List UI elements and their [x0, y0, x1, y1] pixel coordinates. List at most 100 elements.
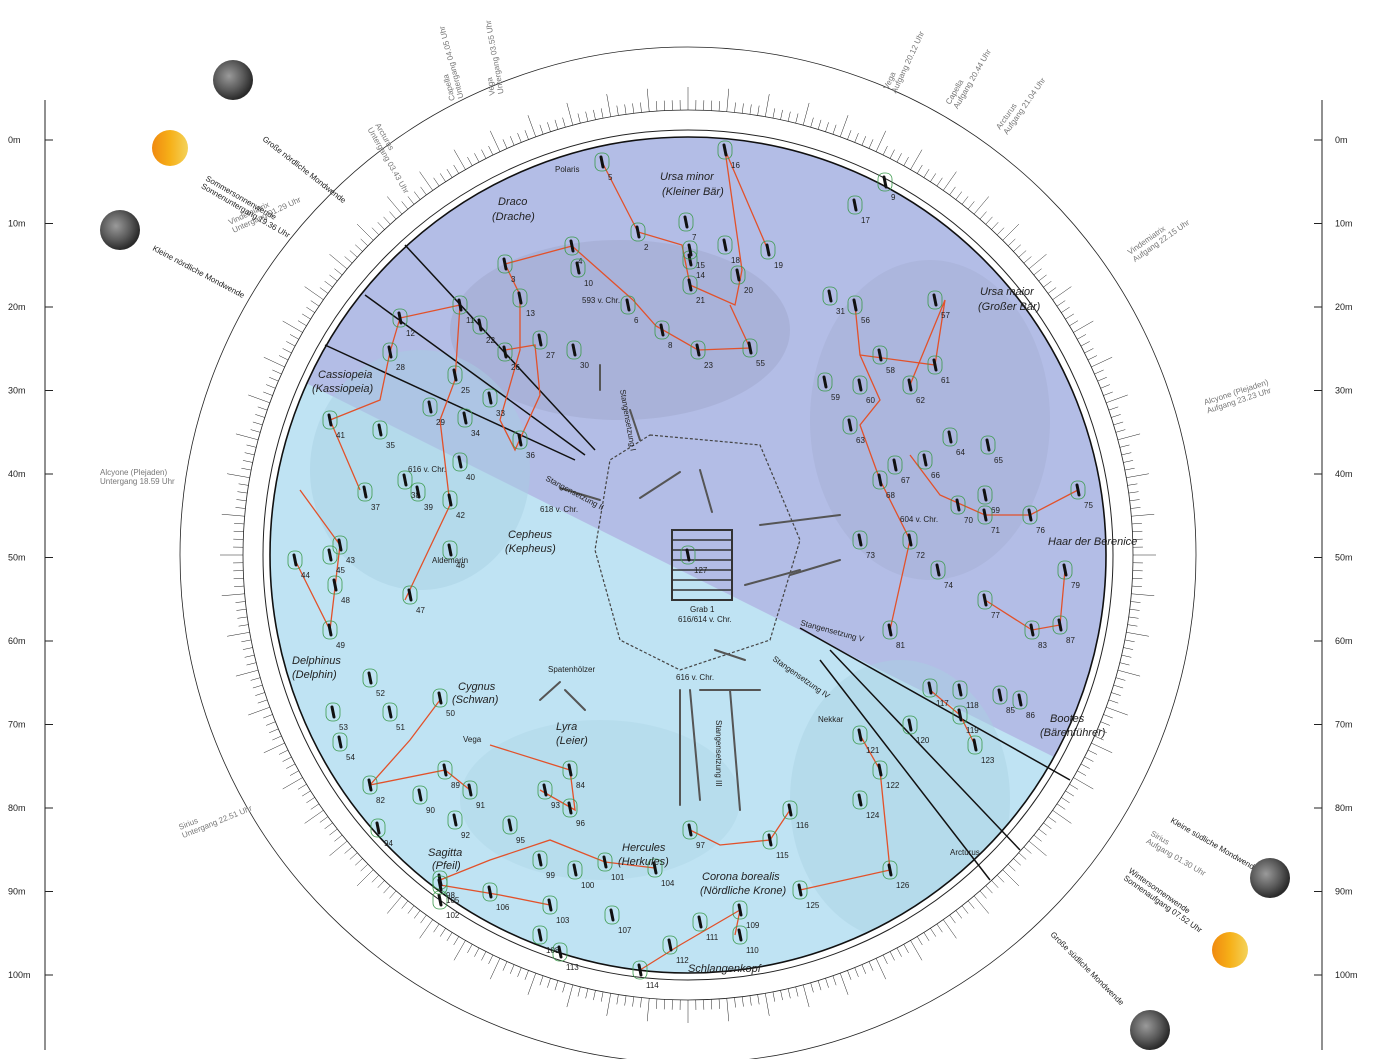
degree-tick — [1126, 632, 1149, 636]
star-mark — [884, 177, 886, 187]
degree-tick — [227, 632, 250, 636]
star-mark — [489, 887, 491, 897]
star-number: 83 — [1038, 641, 1047, 650]
star-number: 123 — [981, 756, 995, 765]
degree-tick — [1069, 784, 1078, 789]
star-mark — [957, 500, 959, 510]
star-mark — [879, 350, 881, 360]
degree-tick — [540, 125, 543, 134]
star-number: 55 — [756, 359, 765, 368]
polaris-label: Polaris — [555, 165, 579, 174]
degree-tick — [1125, 640, 1135, 642]
degree-tick — [239, 625, 249, 627]
star-mark — [549, 900, 551, 910]
star-number: 76 — [1036, 526, 1045, 535]
degree-tick — [325, 281, 333, 287]
degree-tick — [1129, 492, 1139, 493]
degree-tick — [1103, 392, 1112, 396]
star-number: 109 — [746, 921, 760, 930]
star-number: 9 — [891, 193, 896, 202]
degree-tick — [593, 110, 595, 120]
degree-tick — [481, 150, 486, 159]
star-number: 118 — [966, 701, 979, 710]
lyra-label: Lyra — [556, 721, 577, 733]
star-mark — [689, 255, 691, 265]
degree-tick — [601, 992, 603, 1002]
degree-tick — [269, 377, 278, 381]
degree-tick — [997, 228, 1004, 235]
degree-tick — [862, 965, 866, 974]
star-number: 119 — [966, 726, 979, 735]
star-number: 72 — [916, 551, 925, 560]
star-number: 8 — [668, 341, 673, 350]
degree-tick — [833, 976, 836, 985]
degree-tick — [320, 817, 328, 823]
star-mark — [469, 785, 471, 795]
star-mark — [934, 360, 936, 370]
degree-tick — [855, 133, 859, 142]
degree-tick — [1109, 407, 1118, 410]
cassiopeia-sub: (Kassiopeia) — [312, 383, 373, 395]
degree-tick — [372, 228, 379, 235]
star-number: 58 — [886, 366, 895, 375]
degree-tick — [1128, 484, 1138, 486]
star-number: 92 — [461, 831, 470, 840]
haar-label: Haar der Berenice — [1048, 536, 1137, 548]
star-mark — [329, 625, 331, 635]
degree-tick — [1073, 778, 1093, 790]
degree-tick — [266, 385, 275, 389]
sun-icon — [1212, 932, 1248, 968]
degree-tick — [727, 89, 729, 112]
degree-tick — [518, 133, 522, 142]
degree-tick — [711, 101, 712, 111]
degree-tick — [1003, 224, 1019, 240]
degree-tick — [236, 609, 246, 610]
degree-tick — [788, 989, 790, 999]
star-number: 74 — [944, 581, 953, 590]
degree-tick — [991, 880, 998, 887]
degree-tick — [974, 196, 989, 214]
degree-tick — [890, 150, 895, 159]
star-mark — [799, 885, 801, 895]
star-mark — [539, 855, 541, 865]
star-mark — [959, 685, 961, 695]
ursa-maior-sub: (Großer Bär) — [978, 301, 1041, 313]
star-mark — [959, 710, 961, 720]
degree-tick — [607, 993, 611, 1016]
degree-tick — [968, 901, 974, 909]
star-mark — [929, 683, 931, 693]
degree-tick — [617, 106, 619, 116]
star-mark — [949, 432, 951, 442]
degree-tick — [1120, 445, 1130, 447]
star-mark — [489, 393, 491, 403]
star-number: 25 — [461, 386, 470, 395]
degree-tick — [750, 104, 751, 114]
degree-tick — [986, 217, 993, 224]
degree-tick — [937, 178, 943, 186]
arcturus-aufgang: ArcturusAufgang 21.04 Uhr — [994, 71, 1047, 136]
degree-tick — [1114, 685, 1124, 688]
degree-tick — [235, 507, 245, 508]
degree-tick — [633, 103, 634, 113]
scale-label: 60m — [1335, 636, 1353, 646]
star-mark — [859, 795, 861, 805]
star-number: 60 — [866, 396, 875, 405]
degree-tick — [258, 407, 267, 410]
degree-tick — [855, 968, 859, 977]
degree-tick — [306, 797, 314, 802]
degree-tick — [263, 392, 272, 396]
degree-tick — [1053, 287, 1072, 300]
degree-tick — [283, 778, 303, 790]
degree-tick — [1008, 239, 1015, 246]
star-number: 30 — [580, 361, 589, 370]
degree-tick — [389, 891, 396, 899]
degree-tick — [811, 983, 814, 993]
star-mark — [924, 455, 926, 465]
star-number: 105 — [446, 896, 460, 905]
degree-tick — [1003, 870, 1019, 886]
degree-tick — [956, 192, 962, 200]
degree-tick — [876, 958, 886, 979]
star-number: 81 — [896, 641, 905, 650]
star-mark — [697, 345, 699, 355]
